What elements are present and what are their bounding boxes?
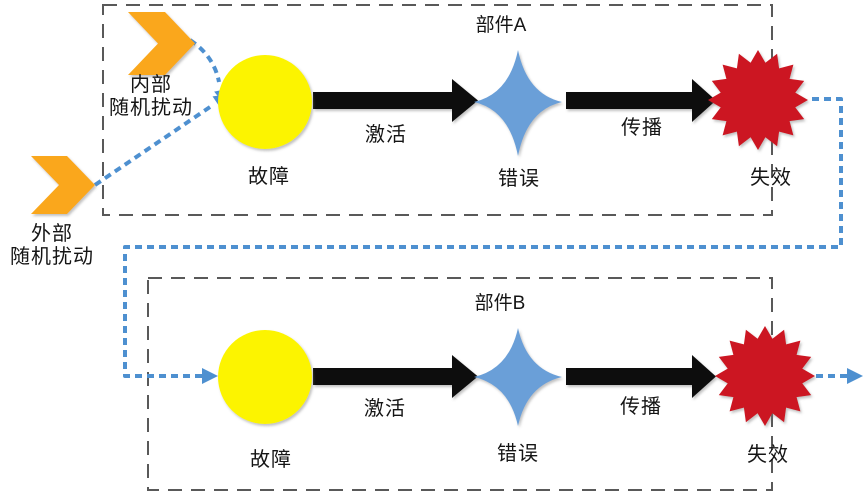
internal-disturbance-connector [188,38,221,83]
propagation-arrow-a [566,79,716,122]
output-connector-arrowhead [847,368,863,384]
error-node-a [474,50,562,156]
activation-label-a: 激活 [365,124,407,146]
activation-label-b: 激活 [364,398,406,420]
propagation-label-a: 传播 [621,117,663,139]
internal-disturbance-label-line2: 随机扰动 [109,97,193,119]
external-disturbance-label-line2: 随机扰动 [10,246,94,268]
failure-feedback-connector [123,97,843,378]
internal-disturbance-label-line1: 内部 [130,74,172,96]
failure-label-a: 失效 [750,167,792,189]
external-disturbance-label-line1: 外部 [31,223,73,245]
activation-arrow-b [313,355,478,398]
error-label-b: 错误 [497,443,539,465]
feedback-connector-arrowhead [202,368,218,384]
error-label-a: 错误 [498,168,540,190]
internal-disturbance-icon [128,12,195,75]
external-disturbance-label: 外部 随机扰动 [10,223,94,269]
component-a-title: 部件A [475,15,527,36]
internal-disturbance-label: 内部 随机扰动 [109,74,193,120]
failure-node-b [715,326,815,426]
fault-node-b [218,330,312,424]
component-a-boundary [102,4,773,216]
failure-node-a [708,50,808,150]
fault-label-a: 故障 [248,166,290,188]
fault-node-a [218,55,312,149]
fault-label-b: 故障 [250,449,292,471]
propagation-arrow-b [566,355,716,398]
external-disturbance-icon [31,156,95,214]
error-node-b [474,328,562,426]
component-b-title: 部件B [474,293,526,314]
activation-arrow-a [313,79,478,122]
propagation-label-b: 传播 [620,396,662,418]
failure-label-b: 失效 [747,444,789,466]
component-b-boundary [147,277,773,491]
